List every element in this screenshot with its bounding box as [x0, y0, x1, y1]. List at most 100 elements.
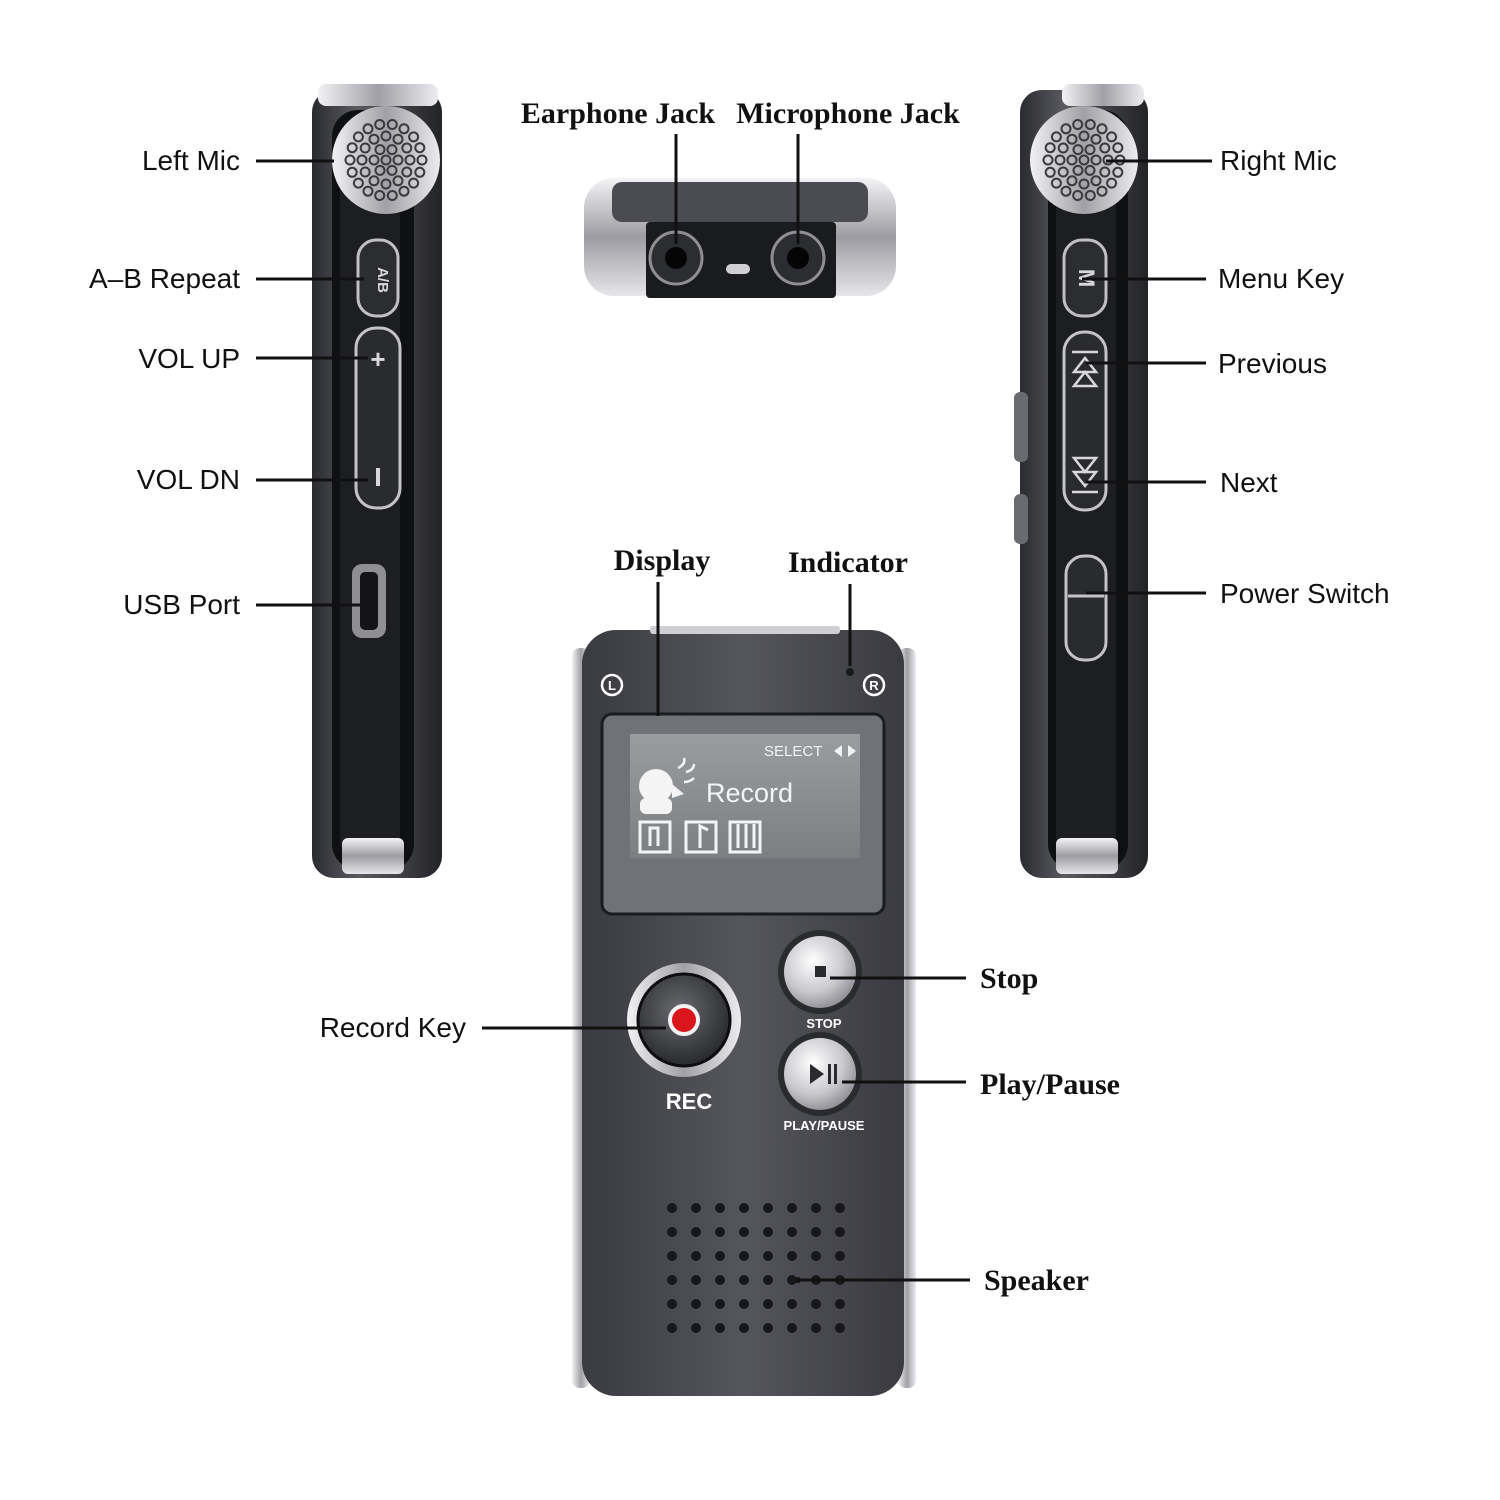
label-power-switch: Power Switch: [1220, 578, 1390, 609]
power-switch[interactable]: [1064, 554, 1108, 662]
mic-hole: [1042, 154, 1054, 166]
mic-hole: [374, 190, 386, 201]
speaker-hole: [739, 1275, 749, 1285]
mic-hole: [1084, 164, 1096, 176]
label-vol-up: VOL UP: [138, 343, 240, 374]
label-speaker: Speaker: [984, 1264, 1089, 1297]
right-side-bottom-cap: [1056, 838, 1118, 874]
mic-hole: [1112, 142, 1124, 154]
screen-speaking-head-icon: [639, 757, 696, 814]
mic-hole: [1078, 154, 1090, 166]
mic-hole: [401, 142, 413, 154]
mic-hole: [1096, 123, 1108, 135]
speaker-hole: [787, 1299, 797, 1309]
mic-hole: [1090, 133, 1102, 145]
screen-right-arrow-icon: [848, 745, 856, 757]
speaker-hole: [691, 1323, 701, 1333]
mic-hole: [1060, 185, 1072, 197]
top-view: [584, 178, 896, 298]
mic-hole: [368, 133, 380, 145]
label-previous: Previous: [1218, 348, 1327, 379]
mic-hole: [1106, 131, 1118, 143]
speaker-hole: [835, 1251, 845, 1261]
mic-hole: [1066, 154, 1078, 166]
earphone-jack-hole: [665, 247, 687, 269]
speaker-hole: [691, 1251, 701, 1261]
speaker-hole: [811, 1203, 821, 1213]
speaker-hole: [835, 1299, 845, 1309]
mic-hole: [392, 175, 404, 187]
mic-hole: [368, 154, 380, 166]
speaker-hole: [691, 1227, 701, 1237]
mic-hole: [408, 131, 420, 143]
mic-hole: [346, 142, 358, 154]
mic-hole: [1050, 177, 1062, 189]
mic-hole: [392, 154, 404, 166]
right-side-bump-1: [1014, 392, 1028, 462]
left-side-view: A/B +: [312, 84, 442, 878]
front-labels: Display Indicator Stop Play/Pause Record…: [320, 544, 1120, 1297]
screen-music-mode-icon: [684, 820, 718, 854]
mic-hole: [1044, 142, 1056, 154]
vol-dn-symbol: [376, 468, 380, 486]
speaker-hole: [667, 1251, 677, 1261]
play-pause-icon: [810, 1064, 837, 1084]
mic-hole: [1072, 164, 1084, 176]
speaker-hole: [763, 1275, 773, 1285]
mic-hole: [1057, 166, 1069, 178]
speaker-hole: [691, 1203, 701, 1213]
left-mic-mark-text: L: [608, 678, 616, 693]
speaker-hole: [811, 1299, 821, 1309]
mic-hole: [1078, 130, 1090, 142]
mic-hole: [1060, 123, 1072, 135]
volume-rocker[interactable]: [354, 326, 402, 510]
mic-hole: [414, 166, 426, 178]
mic-hole: [1072, 119, 1084, 130]
speaker-hole: [739, 1299, 749, 1309]
mic-hole: [414, 142, 426, 154]
speaker-hole: [739, 1251, 749, 1261]
vol-up-symbol: +: [370, 344, 385, 374]
speaker-hole: [667, 1203, 677, 1213]
label-display: Display: [614, 544, 711, 577]
next-icon[interactable]: [1071, 456, 1099, 494]
mic-hole: [1099, 142, 1111, 154]
speaker-hole: [763, 1323, 773, 1333]
label-right-mic: Right Mic: [1220, 145, 1337, 176]
record-red-dot: [668, 1004, 700, 1036]
mic-hole: [1072, 190, 1084, 201]
speaker-hole: [667, 1275, 677, 1285]
mic-hole: [392, 133, 404, 145]
speaker-hole: [739, 1227, 749, 1237]
front-view: L R SELECT Record REC: [572, 626, 916, 1396]
speaker-hole: [715, 1299, 725, 1309]
ab-button-text: A/B: [374, 267, 391, 293]
speaker-hole: [763, 1203, 773, 1213]
right-side-view: M: [1014, 84, 1148, 878]
mic-hole: [386, 144, 398, 156]
speaker-hole: [787, 1251, 797, 1261]
stop-icon: [815, 966, 826, 977]
speaker-hole: [763, 1227, 773, 1237]
label-play-pause: Play/Pause: [980, 1068, 1120, 1101]
label-vol-dn: VOL DN: [137, 464, 240, 495]
speaker-hole: [787, 1323, 797, 1333]
mic-hole: [1106, 177, 1118, 189]
mic-hole: [416, 154, 428, 166]
mic-hole: [380, 178, 392, 190]
usb-port-slot: [360, 572, 378, 630]
right-labels: Right Mic Menu Key Previous Next Power S…: [1082, 145, 1390, 609]
speaker-hole: [763, 1299, 773, 1309]
label-next: Next: [1220, 467, 1278, 498]
speaker-hole: [667, 1299, 677, 1309]
mic-hole: [401, 166, 413, 178]
mic-hole: [362, 185, 374, 197]
mic-hole: [380, 154, 392, 166]
mic-hole: [374, 144, 386, 156]
screen-record-mode-icon: [638, 820, 672, 854]
mic-hole: [1054, 154, 1066, 166]
mic-hole: [1096, 185, 1108, 197]
mic-hole: [1057, 142, 1069, 154]
previous-icon[interactable]: [1071, 350, 1099, 388]
